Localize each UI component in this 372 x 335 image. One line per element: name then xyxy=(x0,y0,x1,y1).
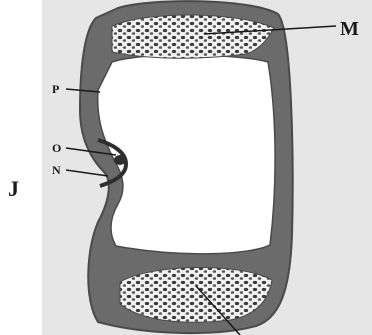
label-n: N xyxy=(52,163,61,177)
spongy-bone-bottom xyxy=(120,267,272,322)
label-m: M xyxy=(340,18,359,40)
spongy-bone-top xyxy=(112,15,274,58)
label-p: P xyxy=(52,82,59,96)
figure-letter: J xyxy=(8,176,19,201)
notch-knob xyxy=(114,155,126,165)
label-o: O xyxy=(52,141,61,155)
